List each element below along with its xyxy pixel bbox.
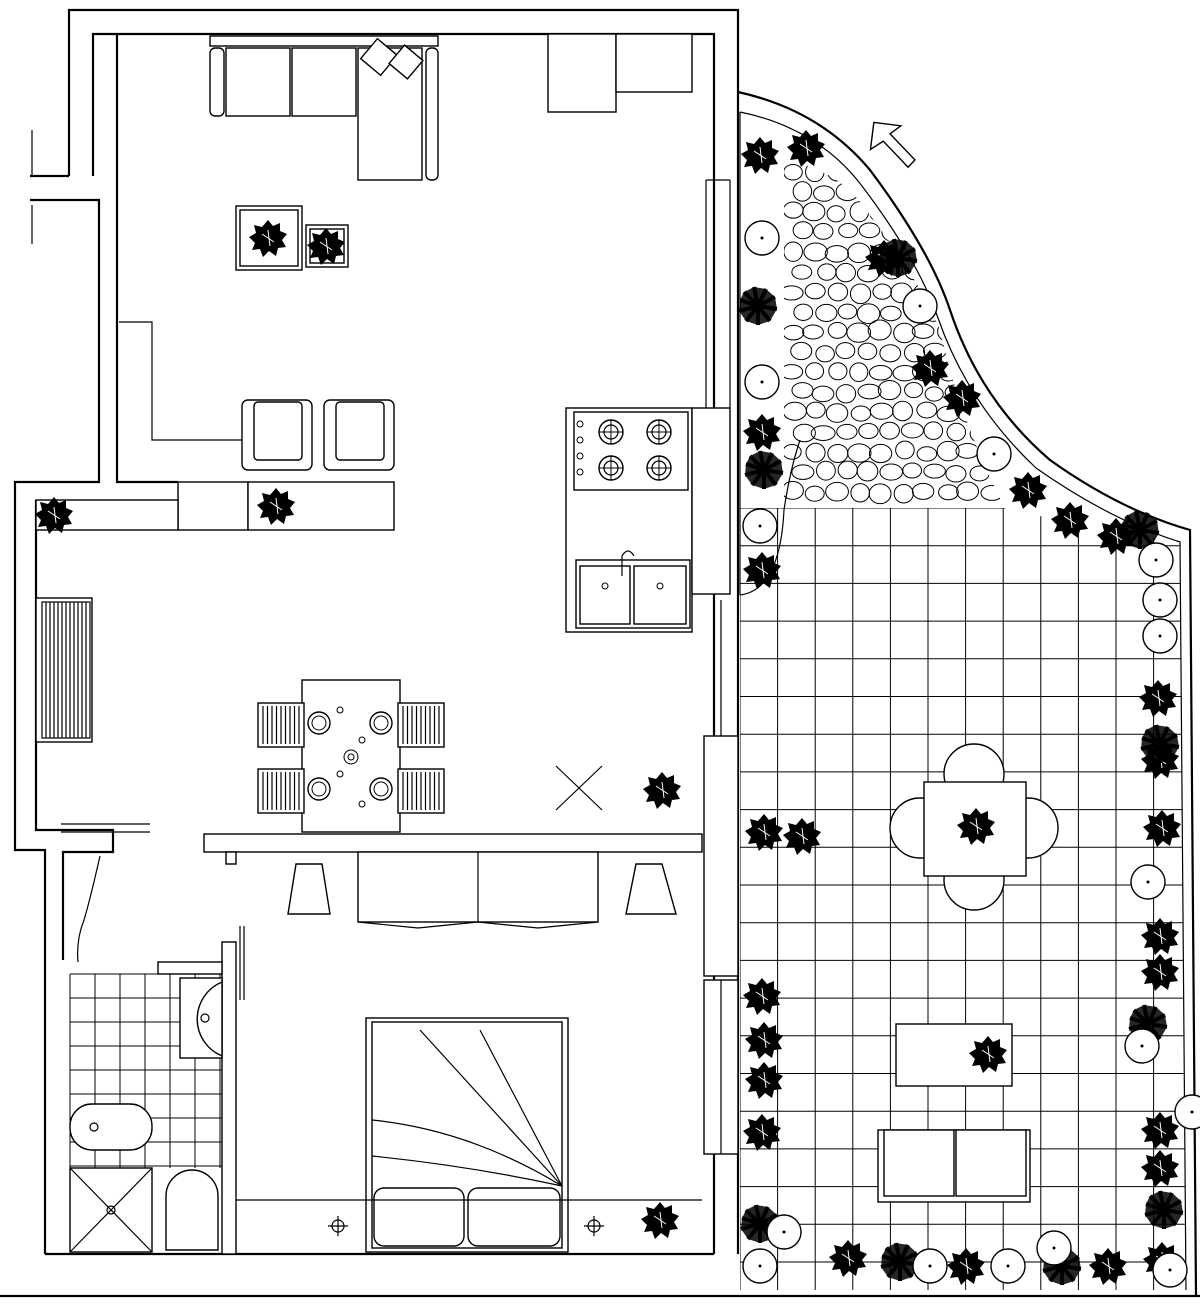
round-shrub-icon: [912, 1248, 948, 1284]
round-shrub-icon: [766, 1214, 802, 1250]
shrub-icon: [1142, 809, 1182, 848]
bedroom: [236, 851, 702, 1253]
ceiling-light: [584, 1216, 604, 1236]
shrub-icon: [1008, 471, 1048, 510]
shrub-icon: [946, 1247, 986, 1286]
dining-area: [257, 679, 682, 833]
interior-walls: [61, 823, 703, 1255]
entrance-arrow-icon: [869, 121, 916, 169]
round-shrub-icon: [744, 220, 780, 256]
ceiling-light: [328, 1216, 348, 1236]
shrub-icon: [1088, 1247, 1128, 1286]
round-shrub-icon: [1124, 1028, 1160, 1064]
palm-icon: [743, 449, 785, 491]
terrace: [703, 90, 1200, 1297]
living-room: [34, 33, 693, 535]
round-shrub-icon: [1142, 582, 1178, 618]
round-shrub-icon: [976, 436, 1012, 472]
dining-chair: [257, 702, 305, 748]
shrub-icon: [786, 129, 826, 168]
dining-chair: [397, 768, 445, 814]
shrub-icon: [1140, 1149, 1180, 1188]
shrub-icon: [1140, 1111, 1180, 1150]
shrub-icon: [1138, 679, 1178, 718]
bathroom: [69, 973, 223, 1253]
kitchen: [565, 179, 731, 633]
round-shrub-icon: [1138, 542, 1174, 578]
shrub-icon: [742, 977, 782, 1016]
round-table-with-chairs: [889, 743, 1059, 911]
shrub-icon: [1140, 953, 1180, 992]
round-shrub-icon: [742, 508, 778, 544]
shrub-icon: [942, 379, 982, 418]
round-shrub-icon: [1130, 864, 1166, 900]
shrub-icon: [1050, 501, 1090, 540]
radiator: [35, 597, 93, 743]
round-shrub-icon: [744, 364, 780, 400]
shrub-icon: [742, 1113, 782, 1152]
round-shrub-icon: [990, 1248, 1026, 1284]
exterior-walls: [0, 8, 1200, 1298]
round-shrub-icon: [1142, 618, 1178, 654]
round-shrub-icon: [902, 288, 938, 324]
dining-chair: [257, 768, 305, 814]
round-shrub-icon: [1036, 1230, 1072, 1266]
round-shrub-icon: [742, 1248, 778, 1284]
shrub-icon: [1140, 917, 1180, 956]
shrub-icon: [742, 413, 782, 452]
shrub-icon: [740, 136, 780, 175]
shrub-icon: [910, 349, 950, 388]
round-shrub-icon: [1152, 1252, 1188, 1288]
palm-icon: [1143, 1189, 1185, 1231]
round-shrub-icon: [1174, 1094, 1200, 1130]
shrub-icon: [828, 1239, 868, 1278]
dining-chair: [397, 702, 445, 748]
palm-icon: [737, 285, 779, 327]
